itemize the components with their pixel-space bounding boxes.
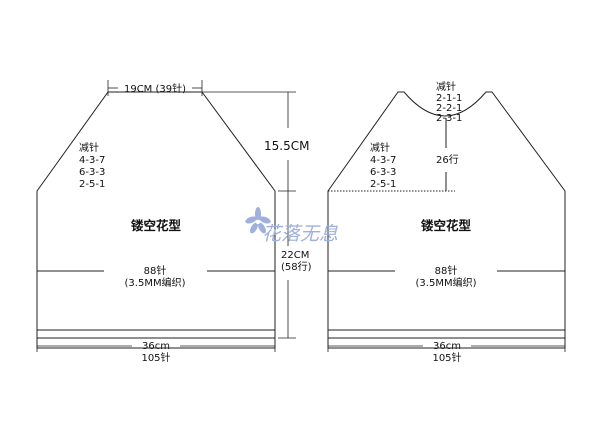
back-decrease-title: 减针 xyxy=(79,141,99,154)
back-top-dimension xyxy=(107,80,203,96)
front-decrease-row: 6-3-3 xyxy=(370,167,396,178)
flower-icon xyxy=(245,207,271,234)
back-needle-size: (3.5MM编织) xyxy=(125,276,186,289)
back-height-dimension xyxy=(202,91,296,339)
front-neck-row: 2-2-1 xyxy=(436,103,462,114)
front-decrease-row: 2-5-1 xyxy=(370,179,396,190)
back-body-height: 22CM xyxy=(281,250,309,261)
front-neck-depth: 26行 xyxy=(436,153,459,166)
watermark-text: 花落无息 xyxy=(262,223,338,245)
back-decrease-row: 4-3-7 xyxy=(79,155,105,166)
back-bottom-dimension xyxy=(36,345,276,352)
front-neck-row: 2-3-1 xyxy=(436,113,462,124)
front-stitch-count: 88针 xyxy=(435,264,458,277)
back-pattern-name: 镂空花型 xyxy=(131,218,182,233)
front-neck-title: 减针 xyxy=(436,80,456,93)
front-neck-row: 2-1-1 xyxy=(436,93,462,104)
back-bottom-stitches: 105针 xyxy=(141,351,170,364)
back-decrease-row: 2-5-1 xyxy=(79,179,105,190)
front-bottom-width: 36cm xyxy=(433,341,461,352)
front-decrease-row: 4-3-7 xyxy=(370,155,396,166)
front-piece xyxy=(327,91,566,349)
front-bottom-dimension xyxy=(327,345,566,352)
front-pattern-name: 镂空花型 xyxy=(421,218,472,233)
back-decrease-row: 6-3-3 xyxy=(79,167,105,178)
back-top-width: 19CM (39针) xyxy=(124,82,186,95)
front-needle-size: (3.5MM编织) xyxy=(416,276,477,289)
back-stitch-count: 88针 xyxy=(144,264,167,277)
front-outline xyxy=(327,91,566,349)
back-bottom-width: 36cm xyxy=(142,341,170,352)
back-body-rows: (58行) xyxy=(281,260,312,273)
back-armhole-height: 15.5CM xyxy=(264,139,309,153)
front-decrease-title: 减针 xyxy=(370,141,390,154)
front-bottom-stitches: 105针 xyxy=(432,351,461,364)
